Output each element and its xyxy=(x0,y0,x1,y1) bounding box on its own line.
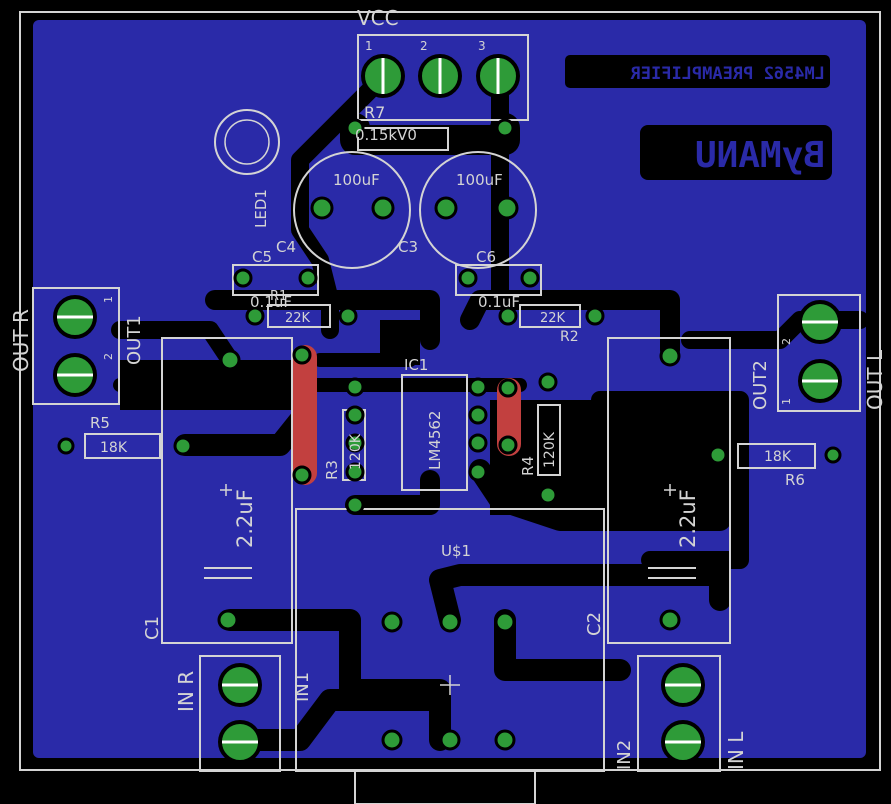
jumpers xyxy=(293,345,521,485)
in-r-label: IN R xyxy=(174,671,198,712)
r2-value: 22K xyxy=(540,311,566,326)
in1-name: IN1 xyxy=(292,672,313,702)
copper-text: LM4562 PREAMPLIFIER ByMANU xyxy=(565,55,832,180)
r4-value: 120K xyxy=(542,431,558,468)
r4-name: R4 xyxy=(519,456,537,476)
out-l-label: OUT L xyxy=(863,349,887,410)
c6-name: C6 xyxy=(476,248,496,266)
out2-pin-1: 1 xyxy=(780,398,793,405)
terminal-screws xyxy=(53,54,842,764)
c5-name: C5 xyxy=(252,248,272,266)
r2-name: R2 xyxy=(560,329,579,345)
vcc-pin-2: 2 xyxy=(420,39,428,53)
out2-name: OUT2 xyxy=(750,360,771,410)
silkscreen xyxy=(32,34,861,772)
r7-name: R7 xyxy=(364,103,385,122)
vcc-label: VCC xyxy=(357,6,399,30)
vcc-pin-1: 1 xyxy=(365,39,373,53)
led1-name: LED1 xyxy=(252,189,270,228)
ic1-name: IC1 xyxy=(404,356,428,374)
c1-value: 2.2uF xyxy=(233,489,257,548)
in-l-label: IN L xyxy=(724,731,748,770)
out-r-label: OUT R xyxy=(9,309,33,372)
c3-name: C3 xyxy=(398,238,418,256)
r1-value: 22K xyxy=(285,311,311,326)
out1-pin-2: 2 xyxy=(102,353,115,360)
r7-value: 0.15kV0 xyxy=(355,126,417,144)
out1-pin-1: 1 xyxy=(102,296,115,303)
r5-value: 18K xyxy=(100,440,128,456)
regulator-name: U$1 xyxy=(441,542,471,560)
pads xyxy=(57,118,842,751)
c2-name: C2 xyxy=(584,612,605,636)
c2-value: 2.2uF xyxy=(676,489,700,548)
r5-name: R5 xyxy=(90,414,110,432)
silk-labels: VCC 1 2 3 R7 0.15kV0 LED1 100uF 100uF C3… xyxy=(9,6,887,770)
ic1-part: LM4562 xyxy=(426,411,444,470)
c6-value: 0.1uF xyxy=(478,293,520,311)
c1-name: C1 xyxy=(142,616,163,640)
author-text: ByMANU xyxy=(695,135,825,176)
r3-value: 120K xyxy=(348,433,364,470)
copper-traces xyxy=(111,71,869,751)
r6-name: R6 xyxy=(785,471,805,489)
vcc-pin-3: 3 xyxy=(478,39,486,53)
c3-value: 100uF xyxy=(456,171,503,189)
title-text: LM4562 PREAMPLIFIER xyxy=(630,64,825,84)
out2-pin-2: 2 xyxy=(780,338,793,345)
in2-name: IN2 xyxy=(614,740,635,770)
c5-value: 0.1uF xyxy=(250,293,292,311)
c4-value: 100uF xyxy=(333,171,380,189)
r3-name: R3 xyxy=(323,460,341,480)
out1-name: OUT1 xyxy=(124,315,145,365)
regulator-tab xyxy=(354,769,536,804)
c4-name: C4 xyxy=(276,238,296,256)
r6-value: 18K xyxy=(764,449,792,465)
r1-name: R1 xyxy=(270,289,287,304)
